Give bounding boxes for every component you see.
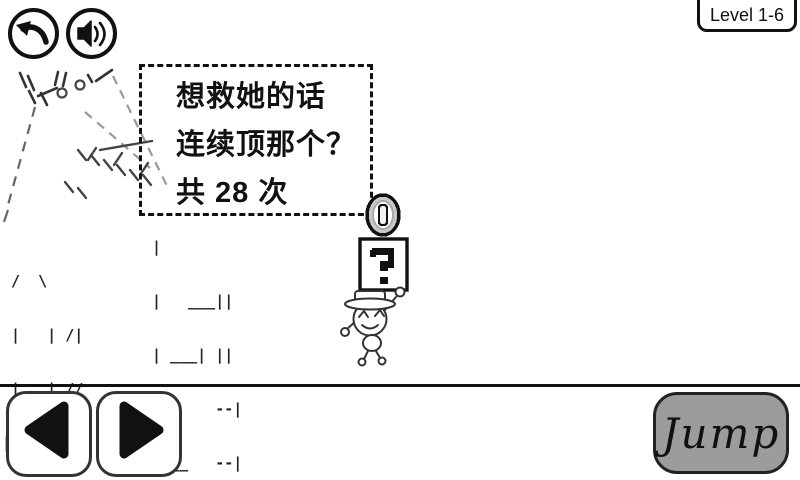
question-block-label: ? <box>0 0 1 1</box>
triangle-right-icon <box>119 401 164 459</box>
back-arrow-icon <box>16 21 49 45</box>
level-label: Level 1-6 <box>709 5 784 25</box>
speech-bubble: 想救她的话 连续顶那个？ 共 28 次 <box>139 64 373 216</box>
speaker-icon <box>77 20 106 47</box>
question-block[interactable] <box>358 237 409 292</box>
back-button[interactable] <box>8 8 59 59</box>
sound-button[interactable] <box>66 8 117 59</box>
move-left-button[interactable] <box>6 391 92 477</box>
jump-label: Jump <box>661 408 781 458</box>
speech-bubble-text: 想救她的话 连续顶那个？ 共 28 次 <box>176 73 356 217</box>
question-mark-icon <box>370 248 394 284</box>
move-right-button[interactable] <box>96 391 182 477</box>
coin-icon <box>365 193 401 237</box>
ground-line <box>0 384 800 387</box>
hero-character <box>340 286 406 367</box>
jump-button[interactable]: Jump <box>653 392 789 474</box>
level-badge: Level 1-6 <box>696 0 797 32</box>
bubble-line-3: 共 28 次 <box>176 177 289 209</box>
bubble-line-2: 连续顶那个？ <box>176 129 357 161</box>
bubble-line-1: 想救她的话 <box>176 81 327 113</box>
triangle-left-icon <box>24 401 69 459</box>
